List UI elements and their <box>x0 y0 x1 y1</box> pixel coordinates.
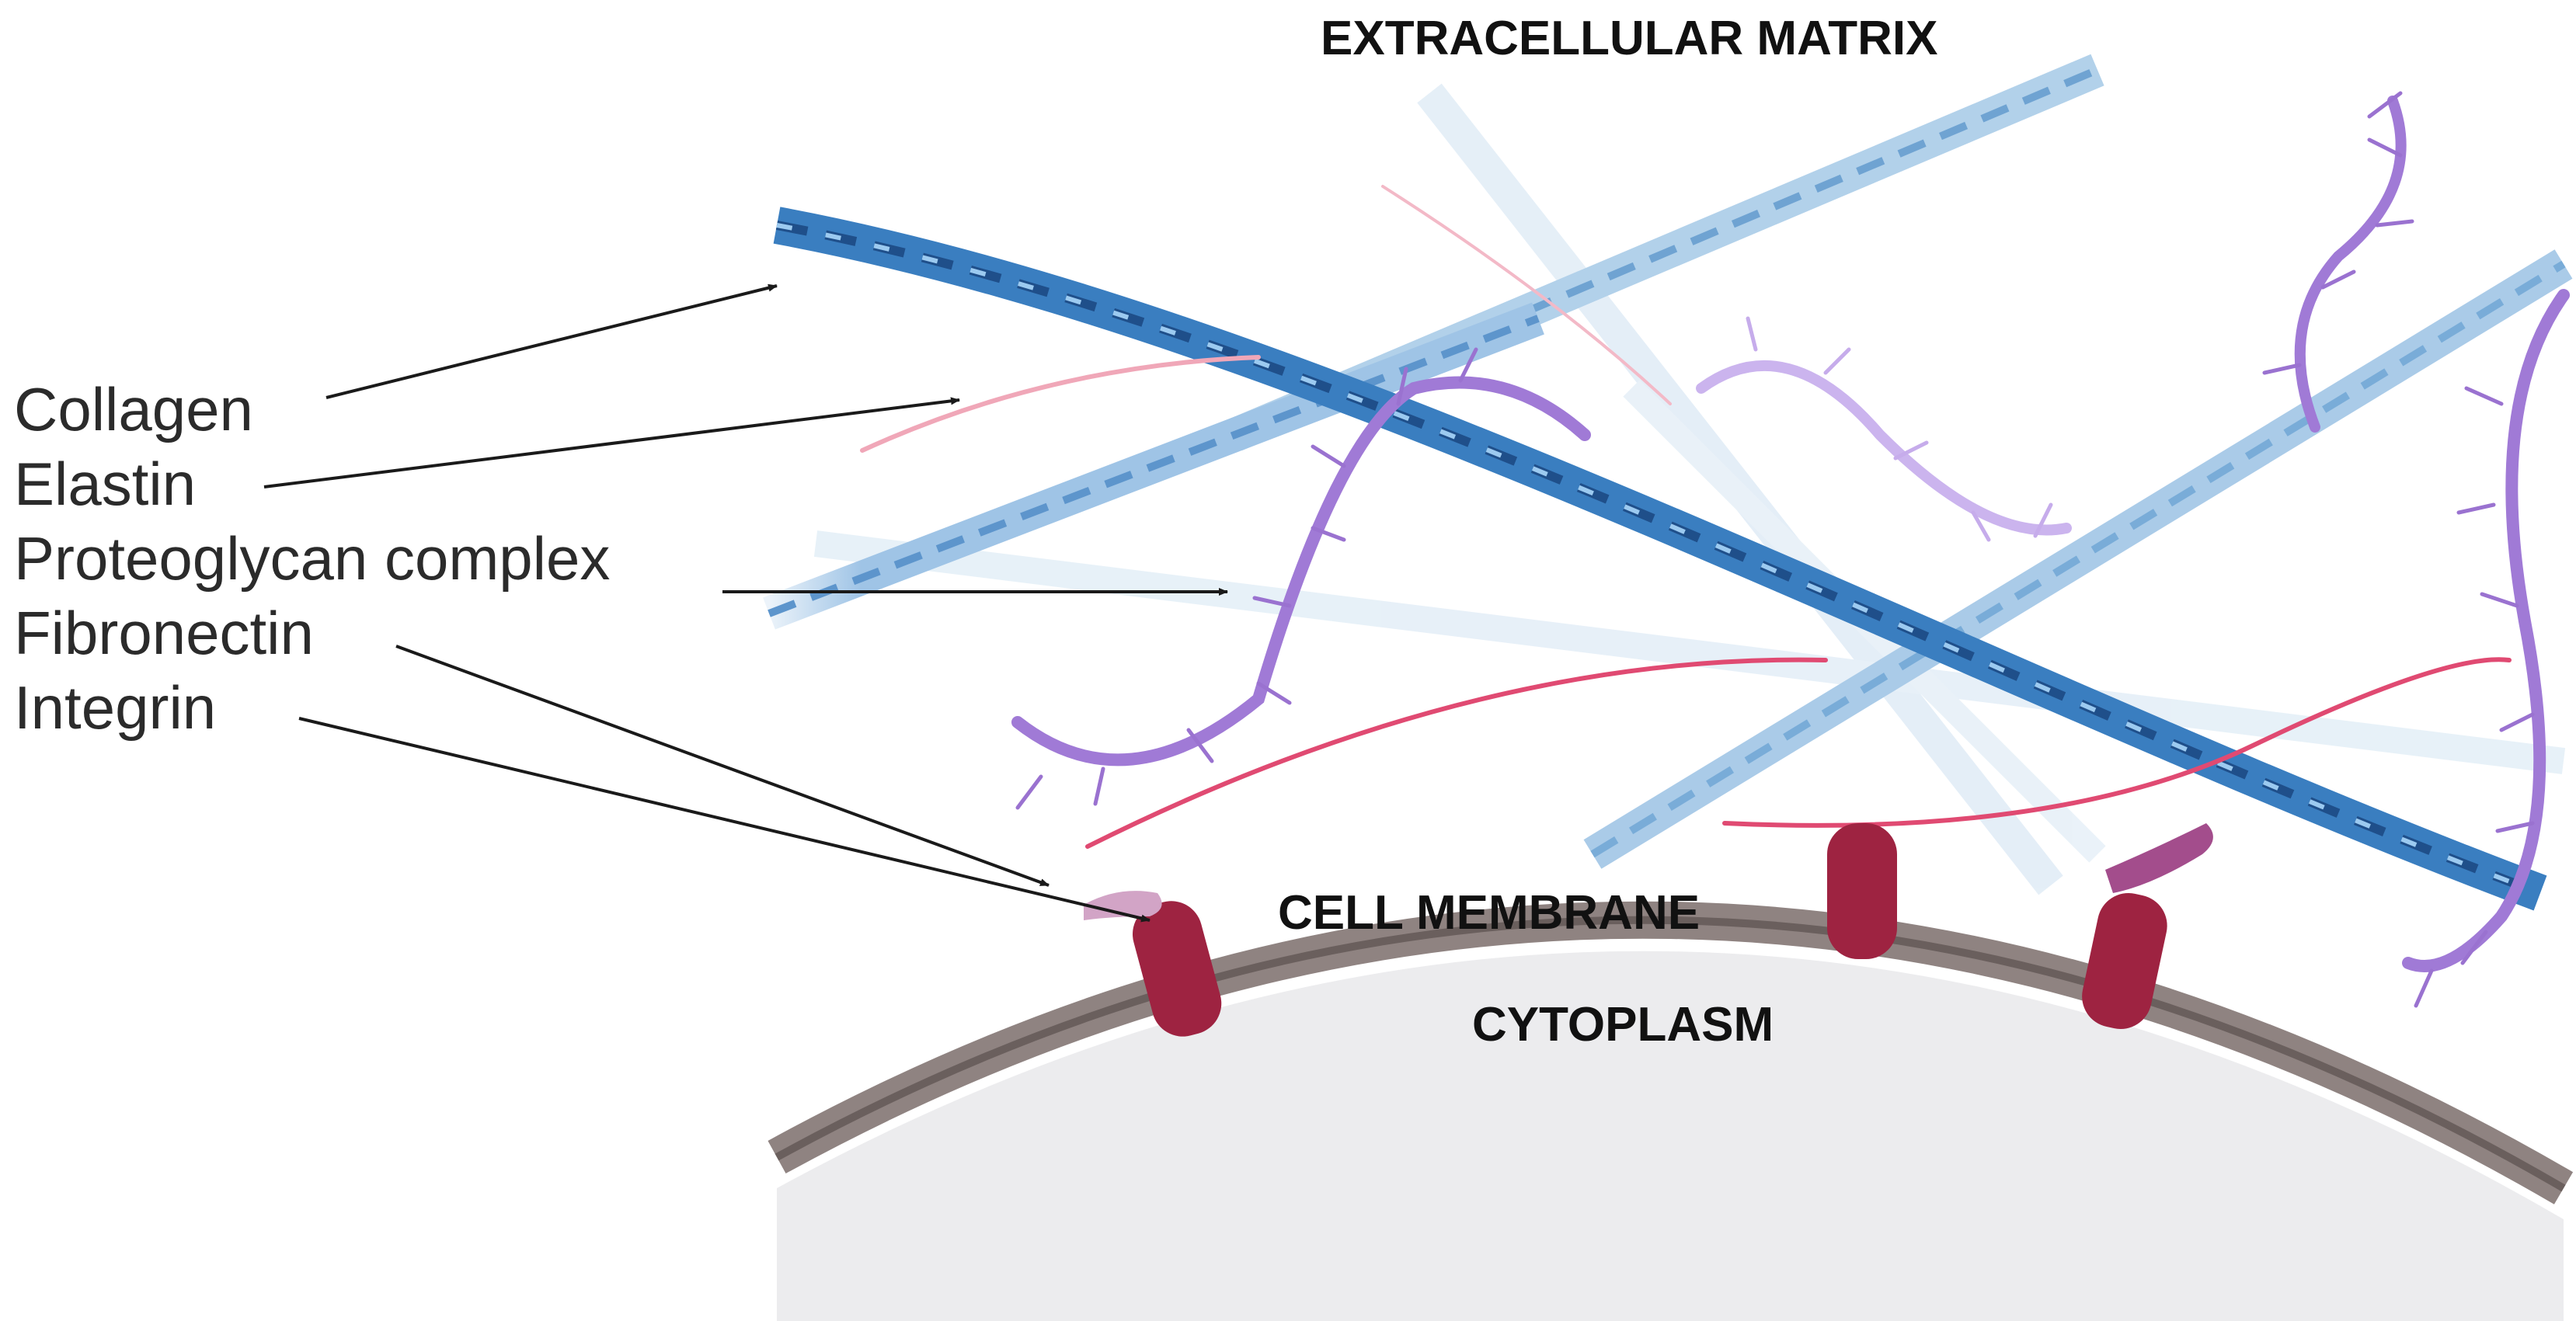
collagen-arrow <box>325 283 778 399</box>
extracellular-matrix-title: EXTRACELLULAR MATRIX <box>1321 12 1937 65</box>
legend-item-elastin: Elastin <box>14 450 196 518</box>
collagen-fiber-middle-twist <box>768 315 1540 617</box>
elastin-strand-1 <box>860 355 1261 453</box>
elastin-strand-3 <box>1722 657 2512 828</box>
proteoglycan-branches-1 <box>1015 347 1478 810</box>
proteoglycan-backbone-3 <box>2294 96 2407 433</box>
collagen-fiber-faint-2 <box>813 530 2566 774</box>
fibronectin-arrow <box>395 645 1050 887</box>
proteoglycan-branches-2 <box>1746 316 2053 542</box>
cell-membrane-inner-line <box>775 916 2566 1192</box>
cell-membrane-label: CELL MEMBRANE <box>1278 886 1700 940</box>
proteoglycan-complexes <box>1011 91 2570 1008</box>
cytoplasm-area <box>777 951 2564 1321</box>
fibronectin-bound-right <box>2105 823 2213 893</box>
elastin-fibers <box>860 185 2512 849</box>
proteoglycan-backbone-4 <box>2402 289 2570 972</box>
fibronectin-bound-left <box>1084 891 1162 920</box>
legend: Collagen Elastin Proteoglycan complex Fi… <box>14 375 610 742</box>
elastin-strand-2 <box>1085 657 1828 849</box>
cytoplasm-label: CYTOPLASM <box>1472 998 1774 1052</box>
proteoglycan-branches-3 <box>2262 91 2414 375</box>
collagen-fibers <box>763 54 2573 911</box>
legend-item-fibronectin: Fibronectin <box>14 599 314 667</box>
proteoglycan-backbone-2 <box>1696 360 2072 536</box>
elastin-strand-4 <box>1381 185 1672 405</box>
elastin-arrow <box>263 397 960 488</box>
integrin-middle <box>1827 823 1897 959</box>
legend-arrows <box>263 283 1228 923</box>
proteoglycan-branches-4 <box>2414 386 2535 1008</box>
integrin-right <box>2082 823 2213 1029</box>
integrin-arrow <box>298 717 1150 923</box>
integrin-left <box>1084 891 1222 1037</box>
legend-item-proteoglycan: Proteoglycan complex <box>14 524 610 593</box>
legend-item-collagen: Collagen <box>14 375 253 443</box>
legend-item-integrin: Integrin <box>14 673 216 742</box>
proteoglycan-backbone-1 <box>1011 376 1591 767</box>
collagen-fiber-main-highlight <box>776 223 2542 895</box>
integrins <box>1084 823 2213 1037</box>
collagen-fiber-lower-right-twist <box>1590 260 2566 858</box>
